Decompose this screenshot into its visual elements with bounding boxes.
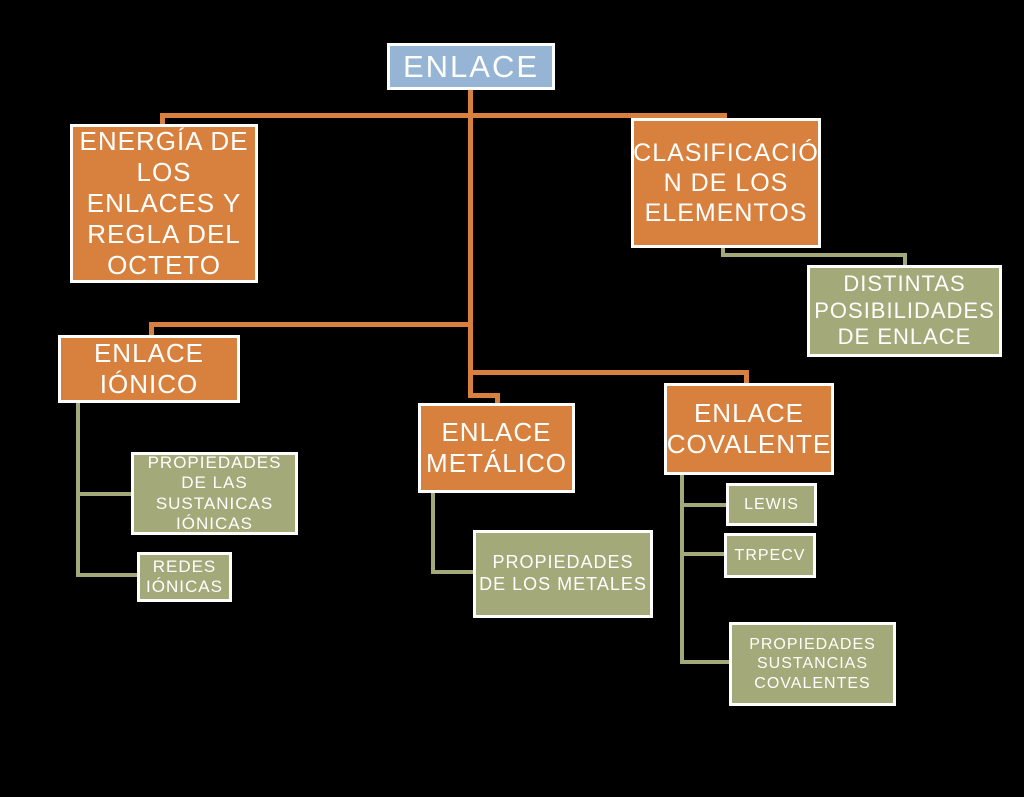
connector-covalente-children-vertical — [680, 475, 684, 664]
node-label: ENLACE IÓNICO — [93, 337, 205, 399]
connector-ionico-children-vertical — [76, 403, 80, 577]
connector-clasificacion-drop — [721, 113, 726, 120]
connector-lewis-branch — [680, 503, 728, 507]
node-enlace-root: ENLACE — [387, 43, 555, 90]
connector-prop-metales-branch — [431, 570, 475, 574]
connector-clasificacion-distintas-horizontal — [721, 253, 907, 257]
connector-covalente-horizontal — [468, 370, 749, 375]
node-propiedades-sustancias-ionicas: PROPIEDADES DE LAS SUSTANICAS IÓNICAS — [131, 452, 298, 535]
node-clasificacion-elementos: CLASIFICACIÓ N DE LOS ELEMENTOS — [631, 118, 821, 248]
connector-ionico-horizontal — [149, 322, 473, 327]
connector-ionico-drop — [149, 322, 154, 337]
node-label-line: CLASIFICACIÓ — [633, 139, 819, 167]
node-label: ENERGÍA DE LOS ENLACES Y REGLA DEL OCTET… — [79, 125, 249, 281]
node-distintas-posibilidades: DISTINTAS POSIBILIDADES DE ENLACE — [807, 265, 1002, 357]
node-label: ENLACE COVALENTE — [666, 397, 832, 459]
node-label: REDES IÓNICAS — [146, 556, 223, 596]
node-label: DISTINTAS POSIBILIDADES DE ENLACE — [814, 271, 995, 350]
connector-root-trunk — [468, 90, 473, 398]
node-trpecv: TRPECV — [724, 533, 816, 578]
connector-prop-covalentes-branch — [680, 660, 731, 664]
connector-energia-drop — [160, 113, 165, 126]
node-enlace-ionico: ENLACE IÓNICO — [58, 335, 240, 403]
node-lewis: LEWIS — [726, 483, 817, 526]
node-propiedades-sustancias-covalentes: PROPIEDADES SUSTANCIAS COVALENTES — [729, 622, 896, 706]
node-label: PROPIEDADES DE LOS METALES — [479, 552, 647, 594]
connector-covalente-drop — [744, 370, 749, 384]
connector-trpecv-branch — [680, 552, 726, 556]
node-label: ENLACE — [402, 48, 540, 84]
node-label-line: N DE LOS — [663, 169, 789, 197]
connector-redes-ionicas-branch — [76, 573, 139, 577]
node-enlace-covalente: ENLACE COVALENTE — [664, 383, 834, 475]
node-enlace-metalico: ENLACE METÁLICO — [418, 403, 575, 493]
node-energia-enlaces: ENERGÍA DE LOS ENLACES Y REGLA DEL OCTET… — [70, 124, 258, 283]
node-propiedades-metales: PROPIEDADES DE LOS METALES — [473, 530, 653, 618]
node-label: PROPIEDADES DE LAS SUSTANICAS IÓNICAS — [147, 452, 282, 533]
connector-prop-ionicas-branch — [76, 492, 133, 496]
node-label: LEWIS — [744, 495, 799, 513]
connector-metalico-drop — [495, 393, 500, 405]
connector-top-horizontal — [160, 113, 727, 118]
connector-metalico-child-vertical — [431, 493, 435, 574]
node-label: ENLACE METÁLICO — [426, 416, 567, 478]
node-redes-ionicas: REDES IÓNICAS — [137, 552, 232, 602]
node-label-line: ELEMENTOS — [644, 199, 808, 227]
connector-clasificacion-distintas-drop — [903, 253, 907, 266]
node-label: TRPECV — [734, 546, 806, 564]
node-label: PROPIEDADES SUSTANCIAS COVALENTES — [749, 636, 876, 692]
connector-clasificacion-distintas-vertical — [721, 248, 725, 257]
connector-metalico-elbow — [468, 393, 500, 398]
